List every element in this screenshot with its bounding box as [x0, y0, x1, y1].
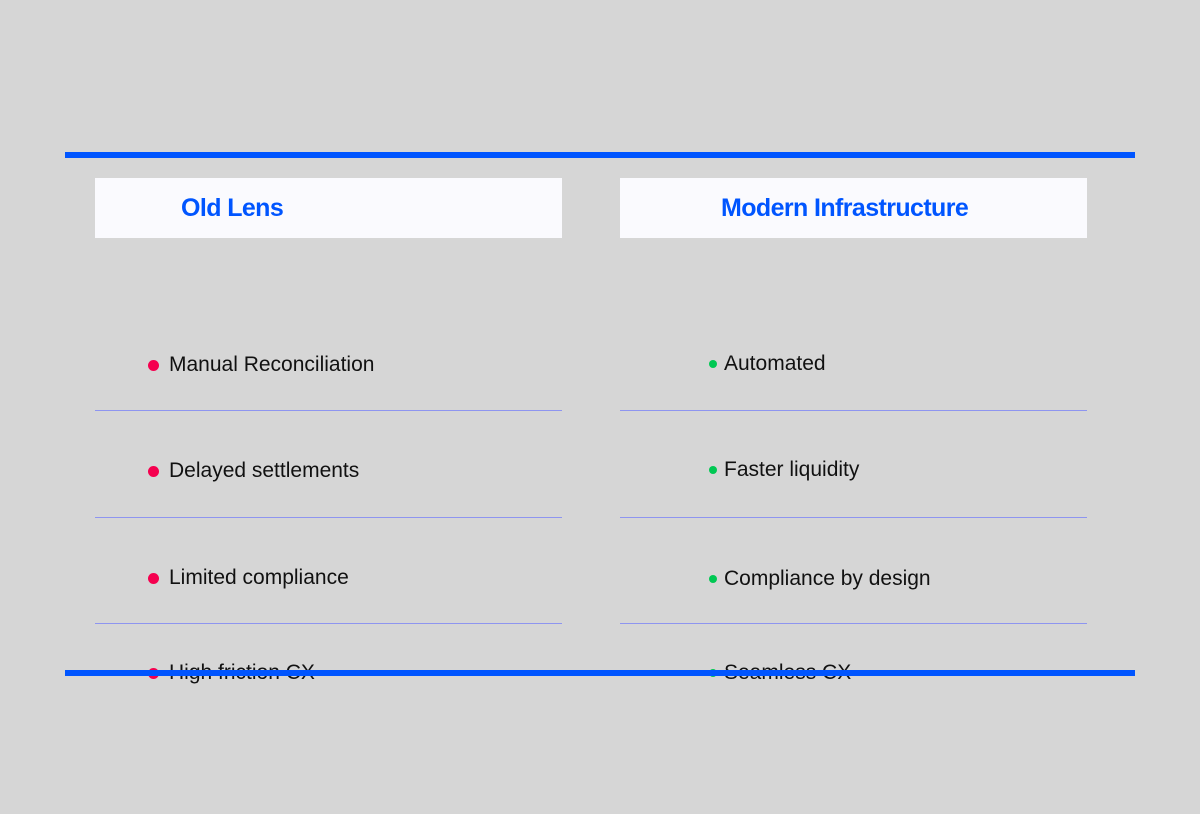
- old-lens-column: Old Lens Manual Reconciliation Delayed s…: [95, 178, 562, 684]
- list-item: Faster liquidity: [620, 458, 1087, 482]
- modern-column: Modern Infrastructure Automated Faster l…: [620, 178, 1087, 684]
- list-item-text: Compliance by design: [724, 567, 931, 590]
- modern-header: Modern Infrastructure: [620, 178, 1087, 238]
- list-item: Compliance by design: [620, 567, 1087, 591]
- list-item: Manual Reconciliation: [95, 353, 562, 377]
- old-lens-header: Old Lens: [95, 178, 562, 238]
- red-bullet-icon: [148, 359, 159, 371]
- list-item: Automated: [620, 352, 1087, 376]
- list-item: Delayed settlements: [95, 459, 562, 483]
- modern-title: Modern Infrastructure: [721, 193, 969, 222]
- list-item-text: Automated: [724, 352, 826, 375]
- modern-list: Automated Faster liquidity Compliance by…: [620, 238, 1087, 684]
- list-item-text: Manual Reconciliation: [169, 353, 375, 376]
- list-item: Limited compliance: [95, 566, 562, 590]
- list-item-text: Delayed settlements: [169, 459, 360, 482]
- top-accent-rule: [65, 152, 1135, 158]
- old-lens-list: Manual Reconciliation Delayed settlement…: [95, 238, 562, 684]
- green-bullet-icon: [709, 360, 717, 368]
- red-bullet-icon: [148, 465, 159, 477]
- old-lens-title: Old Lens: [181, 193, 284, 222]
- green-bullet-icon: [709, 466, 717, 474]
- list-item-text: Faster liquidity: [724, 458, 860, 481]
- bottom-accent-rule: [65, 670, 1135, 676]
- red-bullet-icon: [148, 572, 159, 584]
- green-bullet-icon: [709, 575, 717, 583]
- list-item-text: Limited compliance: [169, 566, 349, 589]
